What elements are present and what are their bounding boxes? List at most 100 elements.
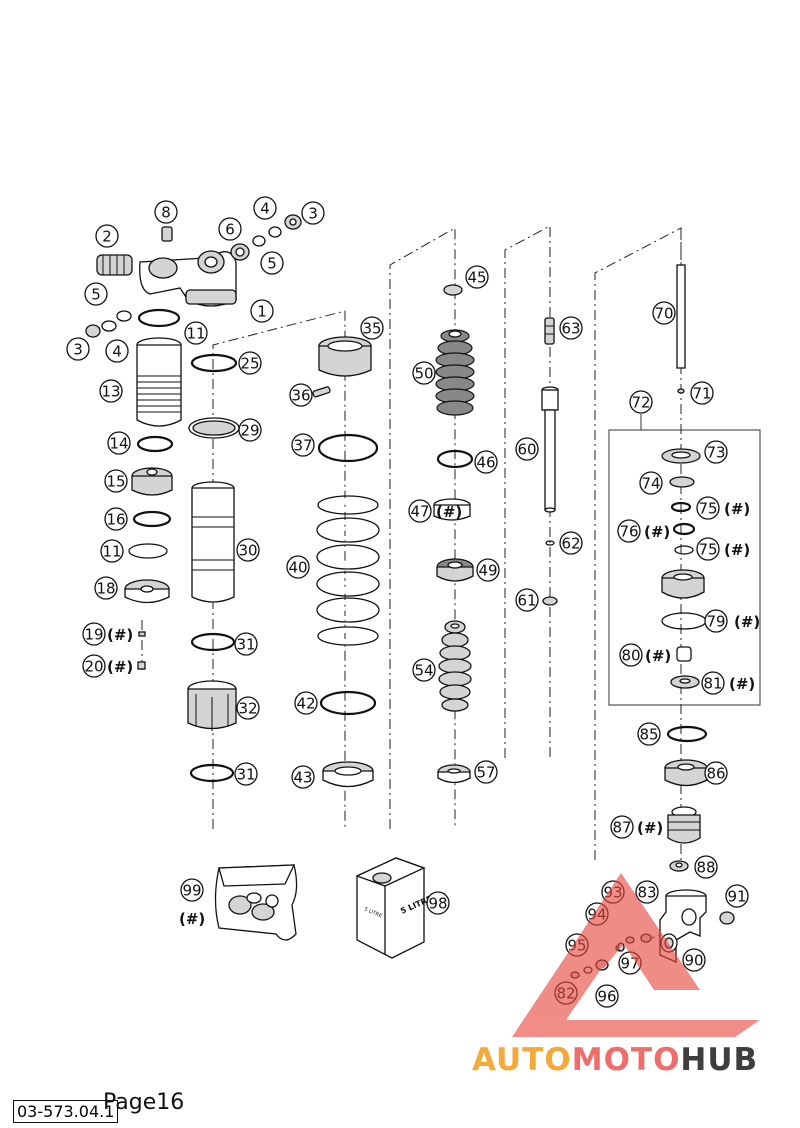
part-label-circle [465,265,489,289]
part-label-circle [301,201,325,225]
page-label: Page16 [103,1090,185,1115]
part-label-circle [701,671,725,695]
part-label-p42: 42 [294,691,318,715]
hash-marker-h75a: (#) [724,500,750,518]
part-label-p98: 98 [426,891,450,915]
part-label-text: 73 [706,444,725,462]
brand-part-moto: MOTO [571,1042,681,1078]
part-label-text: 15 [106,473,125,491]
part-label-p75a: 75 [696,496,720,520]
part-label-text: 71 [692,385,711,403]
part-label-p90: 90 [682,948,706,972]
part-label-p11a: 11 [184,321,208,345]
part-label-p75b: 75 [696,537,720,561]
part-label-circle [696,496,720,520]
part-label-circle [412,361,436,385]
part-label-circle [291,765,315,789]
part-label-circle [704,761,728,785]
part-label-p79: 79 [704,609,728,633]
part-label-circle [652,301,676,325]
part-label-p76: 76 [617,519,641,543]
part-label-p19: 19 [82,622,106,646]
part-label-p43: 43 [291,765,315,789]
part-label-circle [238,351,262,375]
part-label-text: 1 [257,303,267,321]
part-label-circle [99,379,123,403]
part-label-text: 43 [293,769,312,787]
part-label-circle [559,316,583,340]
part-label-p30: 30 [236,538,260,562]
part-label-text: 63 [561,320,580,338]
part-label-circle [704,440,728,464]
part-label-p61: 61 [515,588,539,612]
part-label-circle [635,880,659,904]
part-label-text: 88 [696,859,715,877]
part-label-circle [250,299,274,323]
part-label-text: 14 [109,435,128,453]
part-label-text: 3 [73,341,83,359]
part-label-circle [474,760,498,784]
part-label-p40: 40 [286,555,310,579]
damper-body-parts [187,353,240,783]
part-label-text: 80 [621,647,640,665]
brand-part-hub: HUB [680,1042,759,1078]
part-label-circle [236,696,260,720]
part-label-p49: 49 [476,558,500,582]
part-label-circle [104,507,128,531]
hash-marker-h19: (#) [107,626,133,644]
part-label-circle [100,539,124,563]
part-label-text: 47 [410,503,429,521]
part-label-text: 4 [260,200,270,218]
part-label-circle [82,654,106,678]
part-label-text: 72 [631,394,650,412]
part-label-circle [84,282,108,306]
part-label-p60: 60 [515,437,539,461]
part-label-circle [629,390,653,414]
part-label-p18: 18 [94,576,118,600]
part-label-circle [637,722,661,746]
part-label-circle [696,537,720,561]
part-label-text: 79 [706,613,725,631]
part-label-text: 32 [238,700,257,718]
part-label-text: 49 [478,562,497,580]
part-label-p88: 88 [694,855,718,879]
part-label-text: 91 [727,888,746,906]
part-number-labels: 1233445568111113141516181920252930313132… [66,196,749,1008]
part-label-circle [595,984,619,1008]
part-label-p99: 99 [180,878,204,902]
part-label-text: 36 [291,387,310,405]
part-label-text: 70 [654,305,673,323]
part-label-circle [253,196,277,220]
part-label-text: 5 [91,286,101,304]
part-label-p85: 85 [637,722,661,746]
part-label-text: 4 [112,343,122,361]
hash-markers: (#)(#)(#)(#)(#)(#)(#)(#)(#)(#)(#) [107,500,760,928]
part-label-text: 75 [698,541,717,559]
part-label-p35: 35 [360,316,384,340]
part-label-text: 85 [639,726,658,744]
part-label-text: 99 [182,882,201,900]
part-label-text: 35 [362,320,381,338]
part-label-text: 76 [619,523,638,541]
part-label-text: 42 [296,695,315,713]
part-label-p87: 87 [610,815,634,839]
hash-marker-h87: (#) [637,819,663,837]
part-label-p63: 63 [559,316,583,340]
part-label-p86: 86 [704,761,728,785]
part-label-text: 29 [240,422,259,440]
part-label-p31b: 31 [234,762,258,786]
part-label-p46: 46 [474,450,498,474]
part-label-p3a: 3 [301,201,325,225]
part-label-text: 16 [106,511,125,529]
part-label-circle [704,609,728,633]
part-label-p71: 71 [690,381,714,405]
part-label-p8: 8 [154,200,178,224]
part-label-p54: 54 [412,658,436,682]
oil-can: 5 LITRE 5 LITRE [355,857,433,959]
part-label-circle [619,643,643,667]
part-label-text: 25 [240,355,259,373]
hash-marker-h99: (#) [179,910,205,928]
part-label-text: 45 [467,269,486,287]
part-label-p72: 72 [629,390,653,414]
